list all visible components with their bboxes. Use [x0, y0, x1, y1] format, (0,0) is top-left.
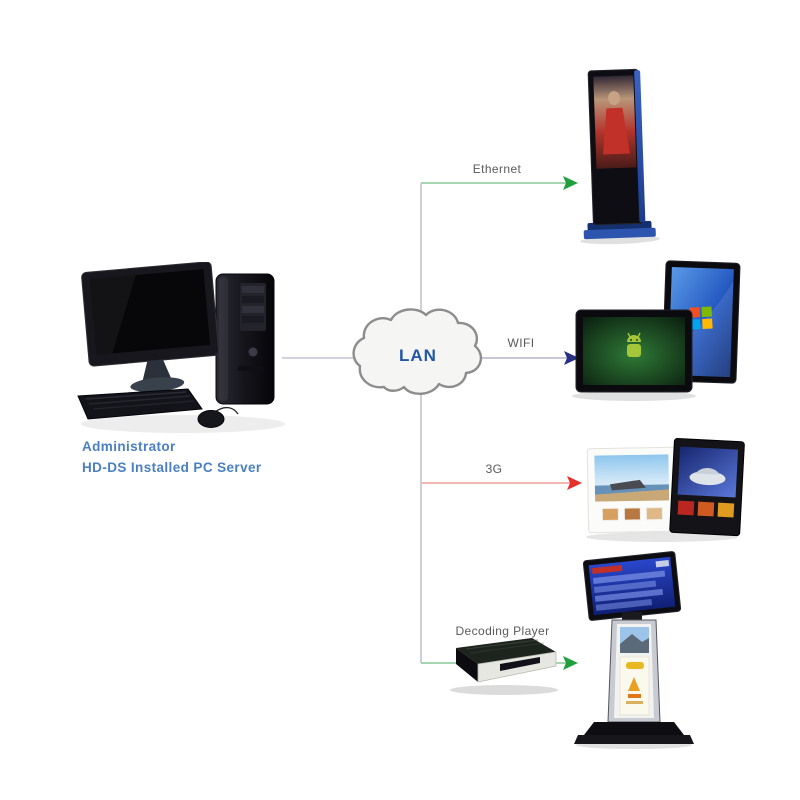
kiosk-base [574, 722, 694, 744]
digital-photo-frames-illustration [586, 437, 745, 542]
server-caption: Administrator HD-DS Installed PC Server [82, 436, 262, 478]
wifi-label: WIFI [507, 336, 535, 350]
administrator-pc-server-illustration [77, 262, 285, 433]
floor-standing-signage-display-illustration [580, 68, 660, 245]
decoding-player-box-illustration [450, 638, 558, 695]
wifi-arrowhead-icon [564, 351, 579, 365]
server-caption-line1: Administrator [82, 439, 176, 454]
pc-shadow [81, 415, 285, 433]
ethernet-arrowhead-icon [563, 176, 578, 190]
kiosk-pillar [607, 619, 661, 723]
android-robot-icon [627, 332, 641, 357]
kiosk-top-screen [582, 551, 682, 621]
server-caption-line2: HD-DS Installed PC Server [82, 460, 262, 475]
decoder-disc-slot [500, 657, 540, 671]
decoding-arrowhead-icon [563, 656, 578, 670]
lan-label: LAN [399, 345, 437, 365]
wall-mounted-displays-illustration [572, 260, 741, 401]
dual-screen-kiosk-illustration [574, 551, 694, 749]
threeg-arrowhead-icon [567, 476, 582, 490]
pc-monitor [81, 262, 220, 392]
white-photo-frame [586, 446, 678, 534]
pc-mouse [197, 406, 239, 428]
decoding-player-label: Decoding Player [455, 624, 550, 638]
lan-label-box: LAN [348, 303, 488, 408]
kiosk-neck [622, 612, 642, 622]
pc-keyboard [77, 388, 203, 420]
windows-logo-icon [689, 306, 713, 330]
threeg-label: 3G [485, 462, 503, 476]
cloud-shape [352, 308, 483, 395]
ethernet-label: Ethernet [472, 162, 522, 176]
pc-tower [215, 273, 275, 405]
lan-cloud-illustration [352, 308, 483, 395]
decoder-side [456, 648, 478, 682]
decoder-top [456, 638, 556, 664]
black-photo-frame [669, 437, 745, 537]
landscape-android-display [575, 309, 693, 393]
